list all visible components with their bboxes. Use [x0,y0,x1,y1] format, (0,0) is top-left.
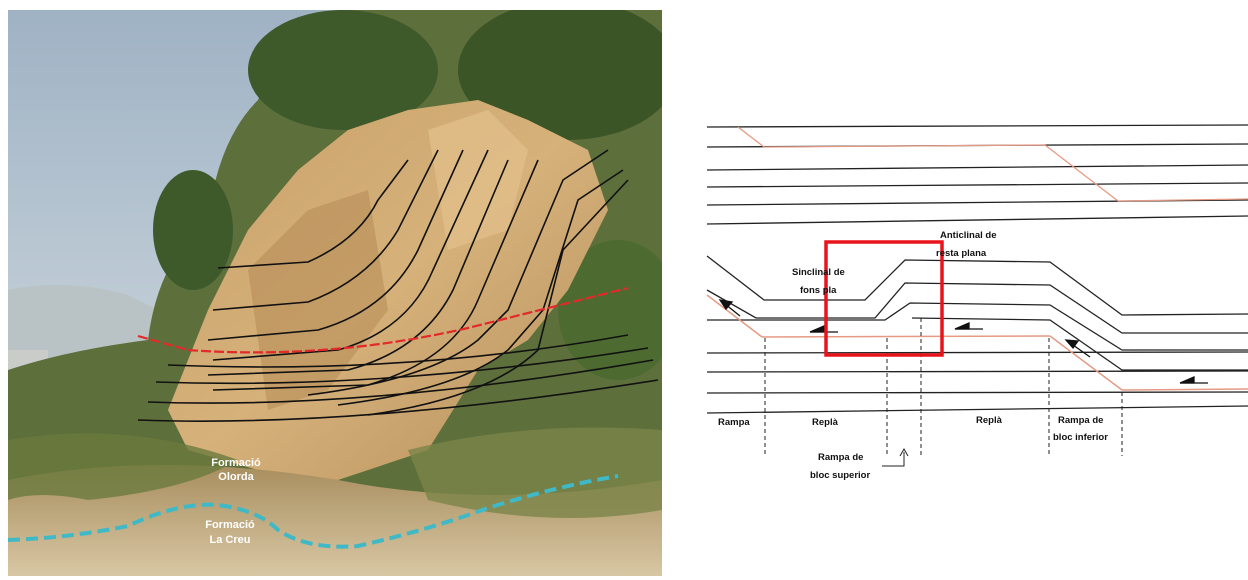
label-sinclinal-1: Sinclinal de [792,267,845,278]
pointer-arrow [882,447,909,467]
pine-crown-1 [248,10,438,130]
formation-boundary [8,474,619,549]
fault-bend-fold-diagram: Anticlinal de resta plana Sinclinal de f… [706,124,1248,481]
pine-crown-3 [153,170,233,290]
label-olorda-1: Formació [211,457,261,469]
pine-crown-2 [458,10,662,140]
label-creu-1: Formació [205,519,255,531]
label-anticlinal-1: Anticlinal de [940,230,996,241]
label-rampa-sup-1: Rampa de [818,452,863,463]
lower-bushes [8,433,238,500]
label-sinclinal-2: fons pla [800,285,837,296]
label-creu-2: La Creu [210,534,251,546]
label-olorda-2: Olorda [218,471,254,483]
shrub [558,240,662,380]
label-repla-right: Replà [976,415,1003,426]
label-rampa-sup-2: bloc superior [810,470,870,481]
label-anticlinal-2: resta plana [936,248,987,259]
label-rampa-inf-2: bloc inferior [1053,432,1108,443]
main-thrust-fault [706,294,1248,391]
segment-dividers [764,318,1123,456]
scree-ground [8,465,662,576]
highlight-box [824,240,944,357]
footwall-strata [706,351,1248,414]
photo-fault-trace [137,286,629,354]
upper-strata [706,124,1248,225]
folded-strata [706,255,1248,371]
label-rampa: Rampa [718,417,750,428]
rock-light [428,110,528,250]
label-rampa-inf-1: Rampa de [1058,415,1103,426]
label-repla-left: Replà [812,417,839,428]
slip-arrows [718,299,1208,384]
outcrop-photo: Formació Olorda Formació La Creu [8,10,662,576]
right-bushes [408,427,662,518]
upper-fault [737,126,1248,202]
photo-lower-strata [137,334,659,422]
